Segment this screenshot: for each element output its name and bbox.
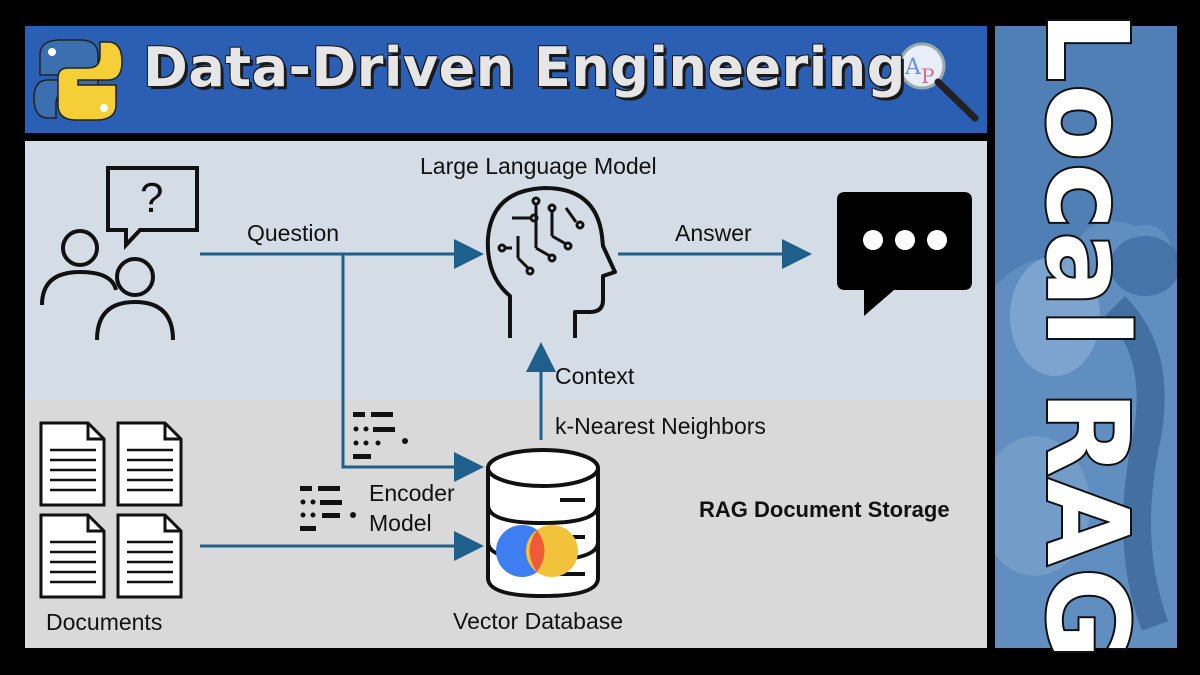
knn-label: k-Nearest Neighbors (555, 413, 766, 439)
llm-label: Large Language Model (420, 153, 657, 179)
context-label: Context (555, 363, 635, 389)
documents-label: Documents (46, 609, 163, 635)
question-mark: ? (140, 174, 164, 221)
documents-icon (39, 421, 183, 599)
users-icon (40, 229, 175, 341)
page-title: Data-Driven Engineering (143, 36, 906, 99)
brain-head-icon (485, 186, 617, 338)
vector-embedding-logo-icon (496, 525, 578, 577)
answer-bubble-icon (837, 192, 972, 316)
logo-letter-a: A (904, 55, 922, 80)
answer-label: Answer (675, 220, 752, 246)
encoder-label-line1: Encoder (369, 480, 455, 506)
logo-letter-p: P (921, 64, 934, 88)
llama-illustration (995, 221, 1177, 648)
python-logo-icon (33, 39, 123, 121)
magnifier-logo-icon: A P (898, 42, 979, 122)
question-bubble-icon (106, 166, 199, 251)
query-panel (25, 141, 987, 400)
question-label: Question (247, 220, 340, 246)
embedding-icon-encoder (300, 486, 356, 531)
header-bar (25, 26, 987, 133)
side-banner (995, 26, 1177, 648)
question-to-db-arrow (341, 254, 484, 482)
storage-label: RAG Document Storage (699, 497, 950, 522)
vector-db-label: Vector Database (453, 608, 624, 634)
encoder-label-line2: Model (369, 510, 432, 536)
embedding-icon-question (353, 412, 408, 459)
